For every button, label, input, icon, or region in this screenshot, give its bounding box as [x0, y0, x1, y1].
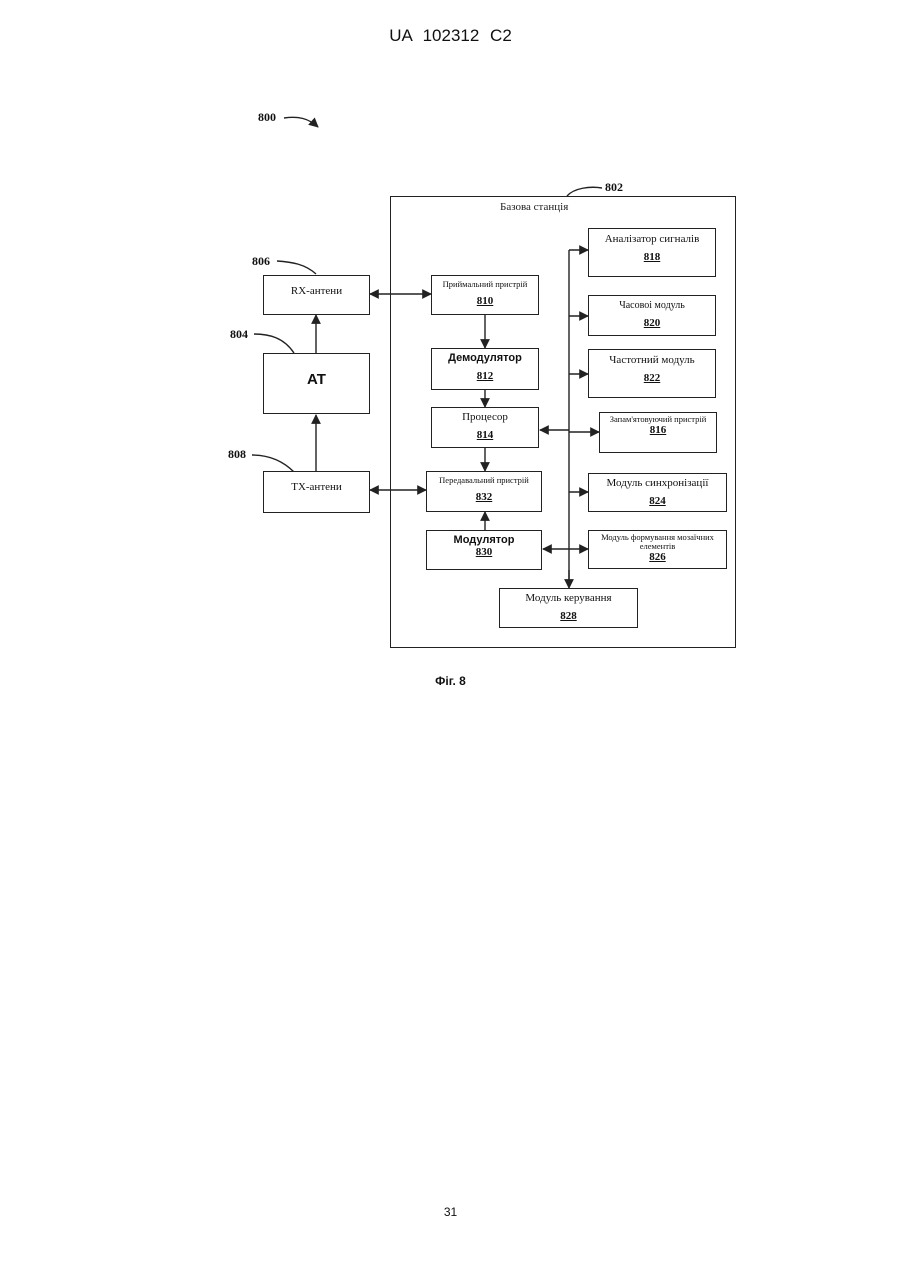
sync-module-number: 824 — [589, 495, 726, 507]
demodulator-block: Демодулятор 812 — [431, 348, 539, 390]
modulator-label: Модулятор — [427, 535, 541, 546]
figure-caption: Фіг. 8 — [0, 674, 901, 688]
transmitter-number: 832 — [427, 491, 541, 503]
leader-808 — [252, 455, 294, 472]
demodulator-number: 812 — [432, 370, 538, 382]
leader-806 — [277, 261, 316, 274]
modulator-number: 830 — [427, 546, 541, 558]
at-label: AT — [264, 374, 369, 385]
time-module-block: Часовоі модуль 820 — [588, 295, 716, 336]
base-station-title: Базова станція — [500, 201, 568, 213]
control-module-number: 828 — [500, 610, 637, 622]
receiver-block: Приймальний пристрій 810 — [431, 275, 539, 315]
demodulator-label: Демодулятор — [432, 353, 538, 364]
sync-module-block: Модуль синхронізації 824 — [588, 473, 727, 512]
memory-label: Запам'ятовуючий пристрій — [600, 415, 716, 424]
control-module-block: Модуль керування 828 — [499, 588, 638, 628]
time-module-label: Часовоі модуль — [589, 300, 715, 311]
transmitter-label: Передавальний пристрій — [427, 476, 541, 485]
control-module-label: Модуль керування — [500, 593, 637, 604]
page-number: 31 — [0, 1205, 901, 1219]
signal-analyzer-block: Аналізатор сигналів 818 — [588, 228, 716, 277]
memory-block: Запам'ятовуючий пристрій 816 — [599, 412, 717, 453]
signal-analyzer-label: Аналізатор сигналів — [589, 234, 715, 245]
ref-802: 802 — [605, 180, 623, 195]
mosaic-module-number: 826 — [589, 551, 726, 563]
receiver-label: Приймальний пристрій — [432, 280, 538, 289]
tx-antennas-block: TX-антени — [263, 471, 370, 513]
processor-block: Процесор 814 — [431, 407, 539, 448]
memory-number: 816 — [600, 424, 716, 436]
ref-800: 800 — [258, 110, 276, 125]
modulator-block: Модулятор 830 — [426, 530, 542, 570]
leader-802 — [567, 187, 602, 196]
freq-module-block: Частотний модуль 822 — [588, 349, 716, 398]
mosaic-module-block: Модуль формування мозаїчних елементів 82… — [588, 530, 727, 569]
mosaic-module-label: Модуль формування мозаїчних елементів — [589, 533, 726, 551]
sync-module-label: Модуль синхронізації — [589, 478, 726, 489]
at-block: AT — [263, 353, 370, 414]
ref-804: 804 — [230, 327, 248, 342]
freq-module-label: Частотний модуль — [589, 355, 715, 366]
leader-800 — [284, 117, 318, 127]
ref-808: 808 — [228, 447, 246, 462]
rx-antennas-block: RX-антени — [263, 275, 370, 315]
time-module-number: 820 — [589, 317, 715, 329]
leader-804 — [254, 334, 294, 353]
rx-antennas-label: RX-антени — [264, 286, 369, 297]
processor-number: 814 — [432, 429, 538, 441]
processor-label: Процесор — [432, 412, 538, 423]
ref-806: 806 — [252, 254, 270, 269]
tx-antennas-label: TX-антени — [264, 482, 369, 493]
transmitter-block: Передавальний пристрій 832 — [426, 471, 542, 512]
freq-module-number: 822 — [589, 372, 715, 384]
receiver-number: 810 — [432, 295, 538, 307]
signal-analyzer-number: 818 — [589, 251, 715, 263]
